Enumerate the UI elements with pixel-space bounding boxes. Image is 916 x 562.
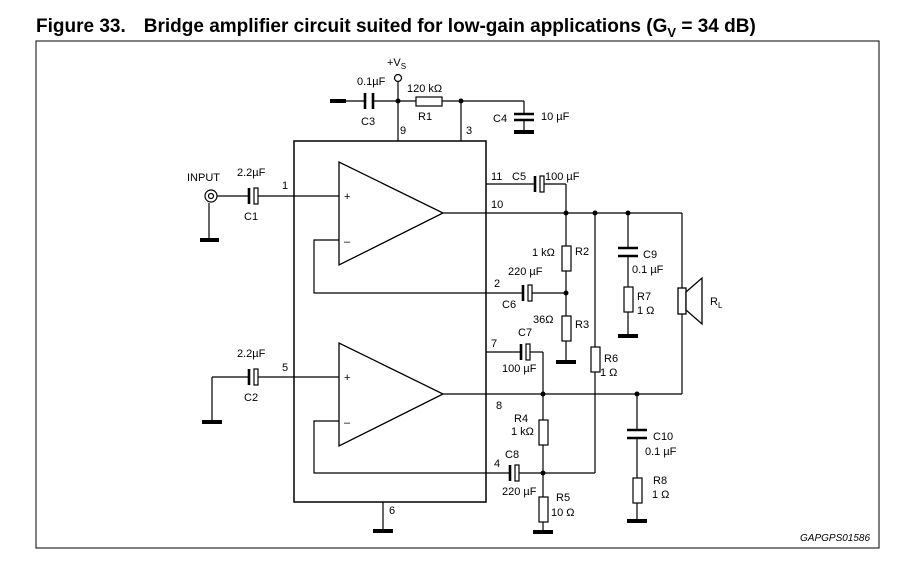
r2-name: R2: [575, 246, 589, 258]
figure-number: Figure 33.: [36, 16, 126, 37]
component-labels: 0.1µF C3 120 kΩ R1 C4 10 µF 2.2µF C1 2.2…: [237, 76, 677, 519]
figure-code: GAPGPS01586: [800, 533, 870, 544]
c9-name: C9: [643, 249, 657, 261]
wires: [208, 82, 683, 530]
c7-name: C7: [518, 327, 532, 339]
capacitor-c7: [519, 343, 531, 361]
input-label: INPUT: [187, 172, 220, 184]
c5-value: 100 µF: [545, 171, 580, 183]
c8-name: C8: [505, 449, 519, 461]
resistor-r7: [623, 286, 634, 313]
r4-name: R4: [514, 413, 528, 425]
r8-name: R8: [653, 475, 667, 487]
pin-6: 6: [389, 505, 395, 517]
supply-terminal: [393, 73, 403, 83]
resistor-r3: [561, 315, 572, 342]
c3-value: 0.1µF: [357, 76, 386, 88]
c4-value: 10 µF: [541, 111, 570, 123]
capacitor-c9: [618, 246, 638, 258]
pin-5: 5: [282, 362, 288, 374]
r3-value: 36Ω: [533, 314, 553, 326]
pin-1: 1: [282, 180, 288, 192]
c6-value: 220 µF: [508, 266, 543, 278]
amp-upper-minus: –: [344, 236, 351, 248]
c1-name: C1: [244, 211, 258, 223]
resistor-r5: [538, 496, 549, 523]
figure-title-subscript: V: [667, 24, 677, 40]
c5-name: C5: [512, 171, 526, 183]
c4-name: C4: [493, 113, 507, 125]
r6-value: 1 Ω: [600, 367, 617, 379]
r7-name: R7: [637, 291, 651, 303]
pin-2: 2: [494, 278, 500, 290]
amp-lower-plus: +: [344, 372, 350, 384]
resistor-r6: [590, 346, 601, 373]
resistor-r1: [415, 96, 443, 107]
c3-name: C3: [361, 116, 375, 128]
r6-name: R6: [604, 353, 618, 365]
amp-lower-minus: –: [344, 417, 351, 429]
r2-value: 1 kΩ: [532, 247, 555, 259]
figure-frame: [35, 40, 880, 549]
capacitor-c2: [247, 368, 259, 386]
pin-3: 3: [466, 125, 472, 137]
supply-label: +VS: [387, 57, 406, 71]
resistor-r2: [561, 245, 572, 272]
ground-symbols: [200, 99, 647, 534]
c2-name: C2: [244, 392, 258, 404]
r7-value: 1 Ω: [637, 305, 654, 317]
c2-value: 2.2µF: [237, 348, 266, 360]
r5-name: R5: [556, 492, 570, 504]
pin-numbers: 9 3 1 11 10 2 7 5 8 4 6: [282, 125, 503, 517]
r3-name: R3: [575, 319, 589, 331]
capacitor-c10: [627, 428, 647, 440]
figure-title: Figure 33. Bridge amplifier circuit suite…: [36, 16, 756, 40]
capacitor-c4: [514, 112, 534, 122]
r4-value: 1 kΩ: [511, 426, 534, 438]
amplifier-lower: + –: [338, 341, 445, 448]
capacitor-c5: [533, 175, 545, 193]
pin-8: 8: [496, 400, 502, 412]
resistor-r4: [538, 419, 549, 446]
c10-value: 0.1 µF: [645, 446, 677, 458]
r8-value: 1 Ω: [652, 489, 669, 501]
capacitor-c3: [363, 93, 375, 109]
op-amp-triangle-lower: [338, 341, 445, 448]
pin-4: 4: [494, 458, 500, 470]
capacitor-c6: [521, 284, 533, 302]
r5-value: 10 Ω: [551, 507, 575, 519]
capacitor-c8: [508, 464, 520, 482]
c1-value: 2.2µF: [237, 167, 266, 179]
c10-name: C10: [653, 431, 673, 443]
pin-10: 10: [491, 199, 503, 211]
c7-value: 100 µF: [502, 363, 537, 375]
pin-7: 7: [491, 338, 497, 350]
speaker-icon: [677, 276, 703, 326]
input-connector: [204, 189, 218, 203]
c6-name: C6: [502, 299, 516, 311]
r1-value: 120 kΩ: [407, 83, 442, 95]
resistor-r8: [632, 477, 643, 504]
figure-title-end: = 34 dB): [676, 16, 756, 37]
capacitor-c1: [247, 187, 259, 205]
figure-title-text: Bridge amplifier circuit suited for low-…: [143, 16, 668, 37]
c9-value: 0.1 µF: [632, 264, 664, 276]
ic-body: [293, 140, 487, 503]
r1-name: R1: [418, 111, 432, 123]
load-label: RL: [710, 296, 723, 310]
op-amp-triangle-upper: [338, 160, 445, 267]
junction-dots: [395, 98, 640, 476]
amp-upper-plus: +: [344, 191, 350, 203]
pin-11: 11: [491, 171, 502, 183]
amplifier-upper: + –: [338, 160, 445, 267]
pin-9: 9: [400, 125, 406, 137]
c8-value: 220 µF: [502, 486, 537, 498]
